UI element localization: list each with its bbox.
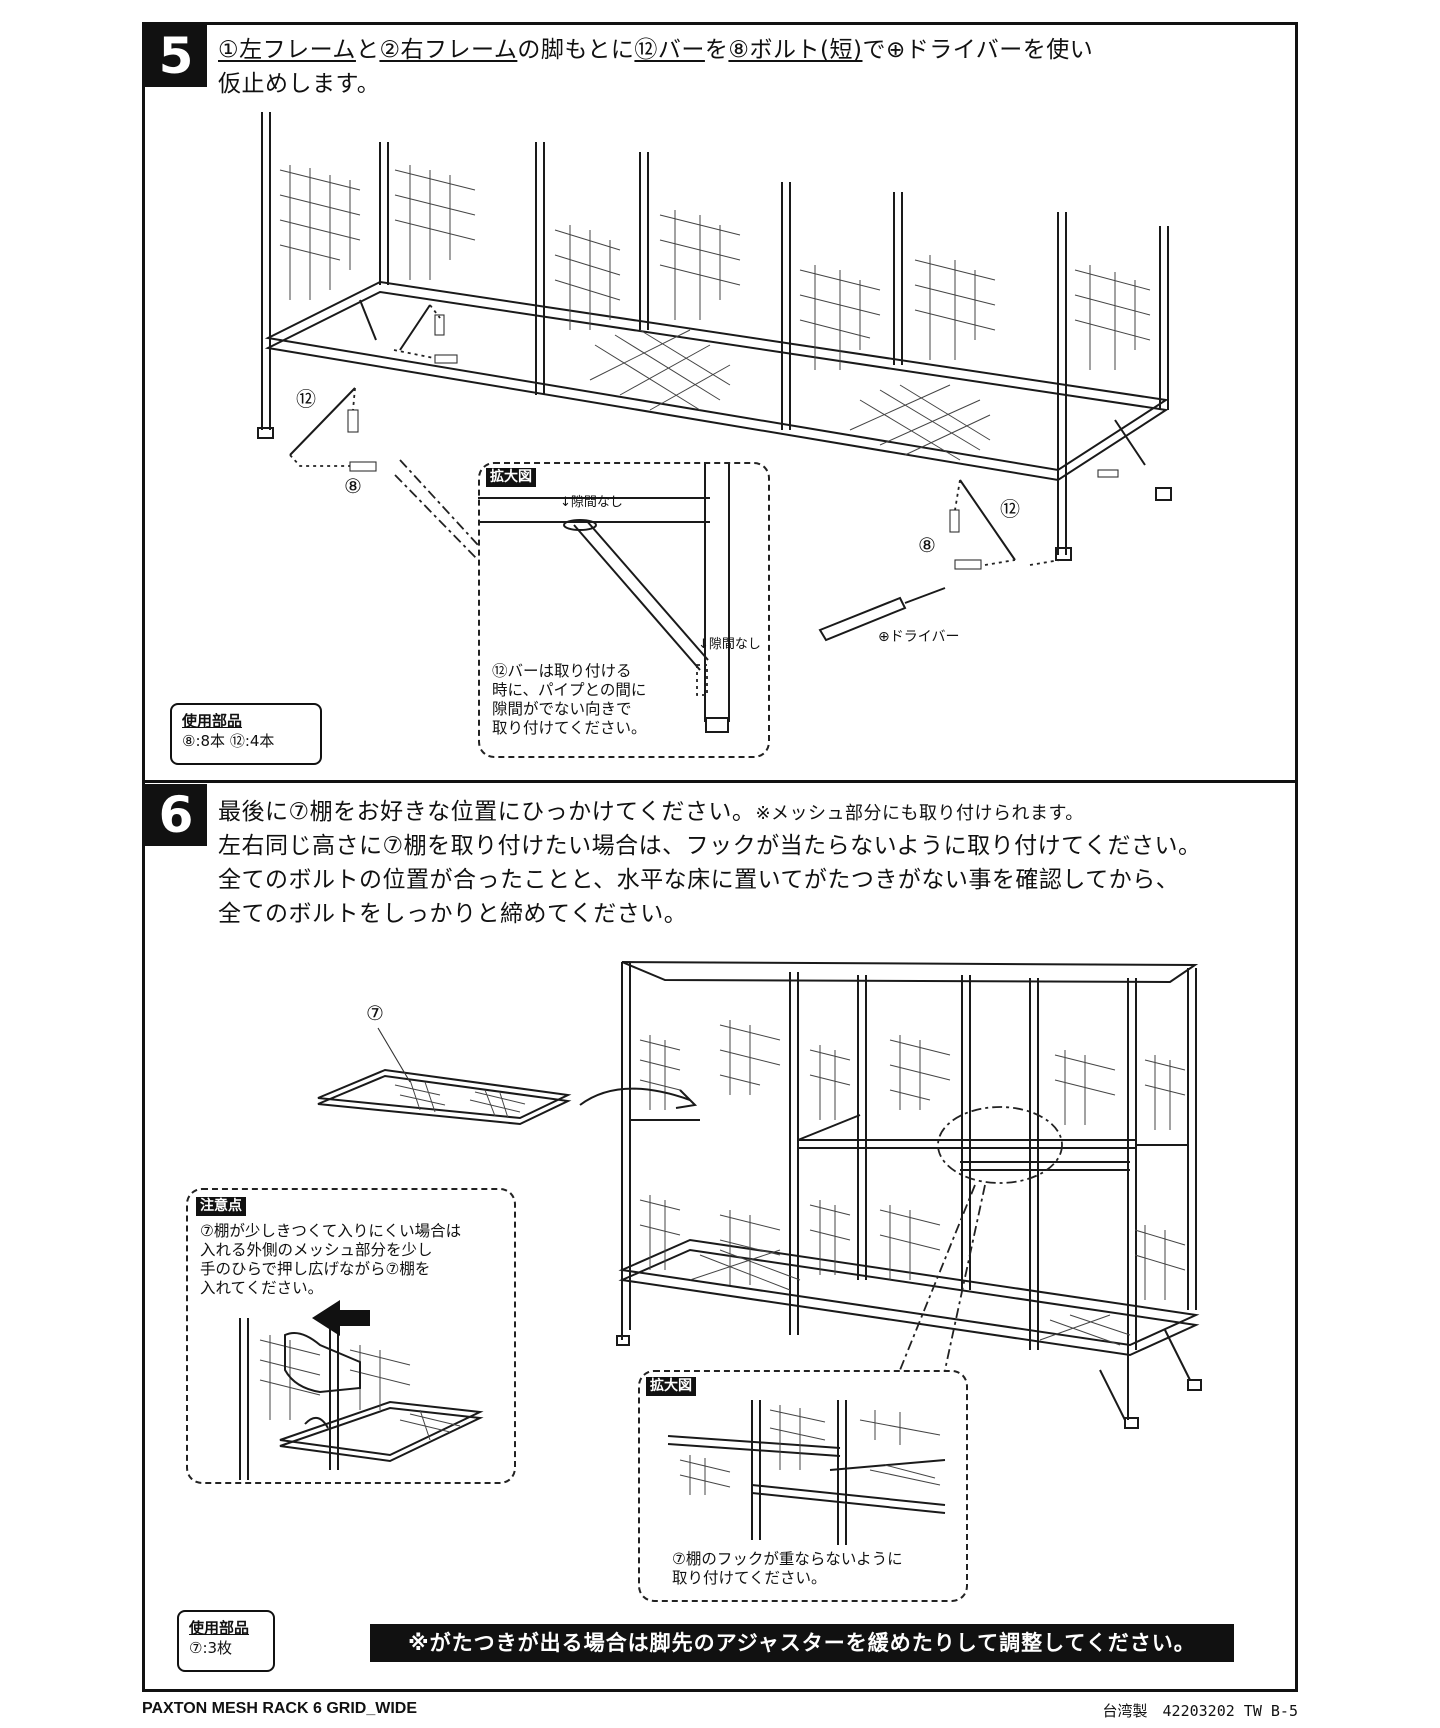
driver-label: ⊕ドライバー [878, 629, 960, 645]
step5-rack-drawing [257, 112, 1172, 642]
step6-instruction-line1: 最後に⑦棚をお好きな位置にひっかけてください。※メッシュ部分にも取り付けられます… [218, 796, 1084, 830]
bolt-8-label-right: ⑧ [918, 533, 936, 557]
caution-text: ⑦棚が少しきつくて入りにくい場合は 入れる外側のメッシュ部分を少し 手のひらで押… [200, 1222, 461, 1298]
step-divider [142, 780, 1298, 783]
page-frame [142, 22, 1298, 1692]
caution-line1: ⑦棚が少しきつくて入りにくい場合は [200, 1222, 462, 1240]
step6-parts-list: ⑦:3枚 [189, 1639, 233, 1657]
footer-product-name: PAXTON MESH RACK 6 GRID_WIDE [142, 1700, 417, 1717]
zoom-note-line3: 隙間がでない向きで [492, 700, 632, 718]
step5-zoom-tag: 拡大図 [486, 468, 536, 487]
step6-parts-box: 使用部品 ⑦:3枚 [177, 1610, 275, 1672]
zoom6-note-line1: ⑦棚のフックが重ならないように [672, 1550, 903, 1568]
step5-instruction-line2: 仮止めします。 [218, 71, 381, 97]
step5-part-left-frame: ①左フレーム [218, 37, 356, 63]
step6-zoom-note: ⑦棚のフックが重ならないように 取り付けてください。 [672, 1550, 903, 1588]
step-number-6: 6 [145, 784, 207, 846]
step5-text-wo: を [704, 37, 729, 63]
step5-parts-list: ⑧:8本 ⑫:4本 [182, 732, 275, 750]
step6-instruction-line4: 全てのボルトをしっかりと締めてください。 [218, 901, 688, 927]
caution-tag: 注意点 [196, 1197, 246, 1216]
step5-instruction-line1: ①左フレームと②右フレームの脚もとに⑫バーを⑧ボルト(短)で⊕ドライバーを使い [218, 34, 1093, 66]
step6-zoom-callout [638, 1370, 968, 1602]
zoom6-note-line2: 取り付けてください。 [672, 1569, 827, 1587]
zoom-note-line2: 時に、パイプとの間に [492, 681, 647, 699]
step6-rack-drawing [616, 961, 1202, 1429]
shelf-7-drawing [317, 1027, 698, 1126]
step-number-5: 5 [145, 25, 207, 87]
step6-zoom-tag: 拡大図 [646, 1377, 696, 1396]
caution-line3: 手のひらで押し広げながら⑦棚を [200, 1260, 431, 1278]
step5-text-at-feet: の脚もとに [517, 37, 635, 63]
step6-instruction-line2: 左右同じ高さに⑦棚を取り付けたい場合は、フックが当たらないように取り付けてくださ… [218, 833, 1202, 859]
step5-text-and: と [355, 37, 380, 63]
caution-callout [186, 1188, 516, 1484]
gap-label-side: ↓隙間なし [698, 637, 761, 652]
step5-zoom-callout [478, 462, 770, 758]
step5-zoom-drawing [478, 462, 730, 733]
caution-drawing [239, 1300, 484, 1480]
shelf-7-label: ⑦ [366, 1001, 384, 1025]
bar-12-label-left: ⑫ [296, 387, 316, 411]
step5-part-bar: ⑫バー [634, 37, 705, 63]
step5-zoom-note: ⑫バーは取り付ける 時に、パイプとの間に 隙間がでない向きで 取り付けてください… [492, 662, 647, 738]
bar-12-label-right: ⑫ [1000, 497, 1020, 521]
step6-line1-main: 最後に⑦棚をお好きな位置にひっかけてください。 [218, 799, 756, 825]
zoom-note-line4: 取り付けてください。 [492, 719, 647, 737]
step5-parts-title: 使用部品 [182, 712, 243, 730]
step6-parts-title: 使用部品 [189, 1619, 250, 1637]
footer-product-code: 台湾製 42203202 TW B-5 [1102, 1702, 1298, 1720]
adjuster-warning: ※がたつきが出る場合は脚先のアジャスターを緩めたりして調整してください。 [370, 1624, 1234, 1662]
step5-part-bolt: ⑧ボルト(短) [728, 37, 863, 63]
step6-instruction-line3: 全てのボルトの位置が合ったことと、水平な床に置いてがたつきがない事を確認してから… [218, 867, 1180, 893]
step5-parts-box: 使用部品 ⑧:8本 ⑫:4本 [170, 703, 322, 765]
caution-line4: 入れてください。 [200, 1279, 324, 1297]
caution-line2: 入れる外側のメッシュ部分を少し [200, 1241, 433, 1259]
step6-zoom-drawing [667, 1400, 946, 1545]
gap-label-top: ↓隙間なし [560, 495, 623, 510]
bolt-8-label-left: ⑧ [344, 474, 362, 498]
step5-part-right-frame: ②右フレーム [379, 37, 518, 63]
step6-line1-note: ※メッシュ部分にも取り付けられます。 [755, 803, 1084, 824]
step5-text-driver: で⊕ドライバーを使い [862, 37, 1094, 63]
zoom-note-line1: ⑫バーは取り付ける [492, 662, 632, 680]
